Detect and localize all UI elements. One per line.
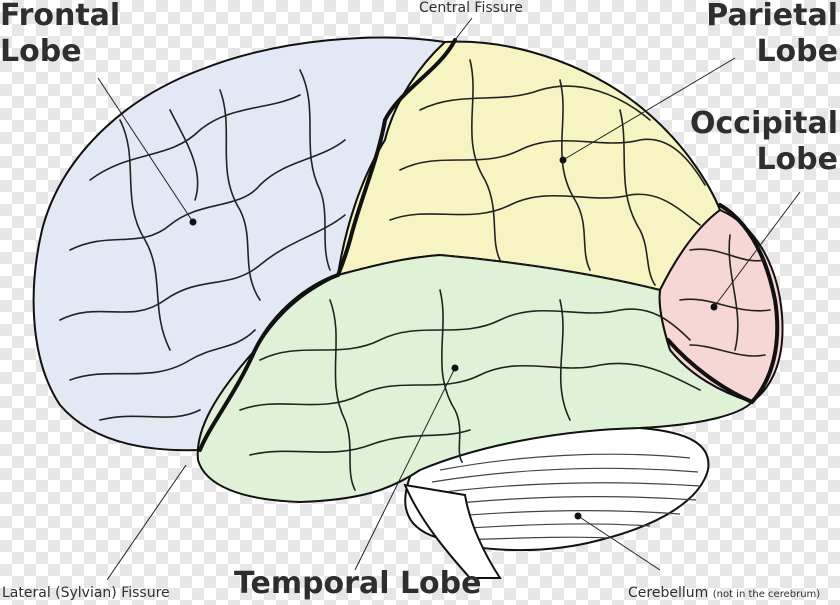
cerebellum-dot [574,512,582,520]
cerebellum-leader-line [577,515,661,571]
occipital-label-line2: Lobe [756,142,838,177]
cerebellum-label-text: Cerebellum [628,585,709,601]
occipital-dot [710,303,718,311]
lobe-boundaries [198,38,780,452]
frontal-label-line1: Frontal [0,0,121,33]
occipital-leader-line [713,191,801,308]
central-fissure-leader-line [454,17,473,41]
temporal-dot [451,364,459,372]
cerebellum-note: (not in the cerebrum) [712,589,821,600]
frontal-leader-line [97,77,194,223]
central-fissure-label: Central Fissure [419,0,523,16]
cerebellum-label: Cerebellum (not in the cerebrum) [628,585,820,603]
parietal-temporal-dotted-boundary [439,254,661,291]
frontal-lobe-label: Frontal Lobe [0,0,120,70]
gyri-details [59,59,771,491]
lateral-fissure-leader-line [106,464,187,581]
parietal-lobe-label: Parietal Lobe [706,0,838,70]
parietal-label-line2: Lobe [756,34,838,69]
sylvian-fissure-line [198,273,340,452]
parietal-label-line1: Parietal [706,0,838,33]
temporal-lobe-label: Temporal Lobe [234,566,482,601]
lateral-fissure-label: Lateral (Sylvian) Fissure [2,585,170,601]
label-dots [189,156,718,520]
parietal-dot [559,156,567,164]
frontal-dot [189,218,197,226]
frontal-label-line2: Lobe [0,34,82,69]
occipital-lobe-label: Occipital Lobe [690,106,838,178]
brain-stem [403,483,502,579]
occipital-label-line1: Occipital [690,106,838,141]
temporal-leader-line [354,367,456,571]
central-fissure-line [336,38,457,277]
parietal-leader-line [562,57,736,161]
cerebellum-folia [427,453,701,541]
leader-lines [97,17,801,581]
